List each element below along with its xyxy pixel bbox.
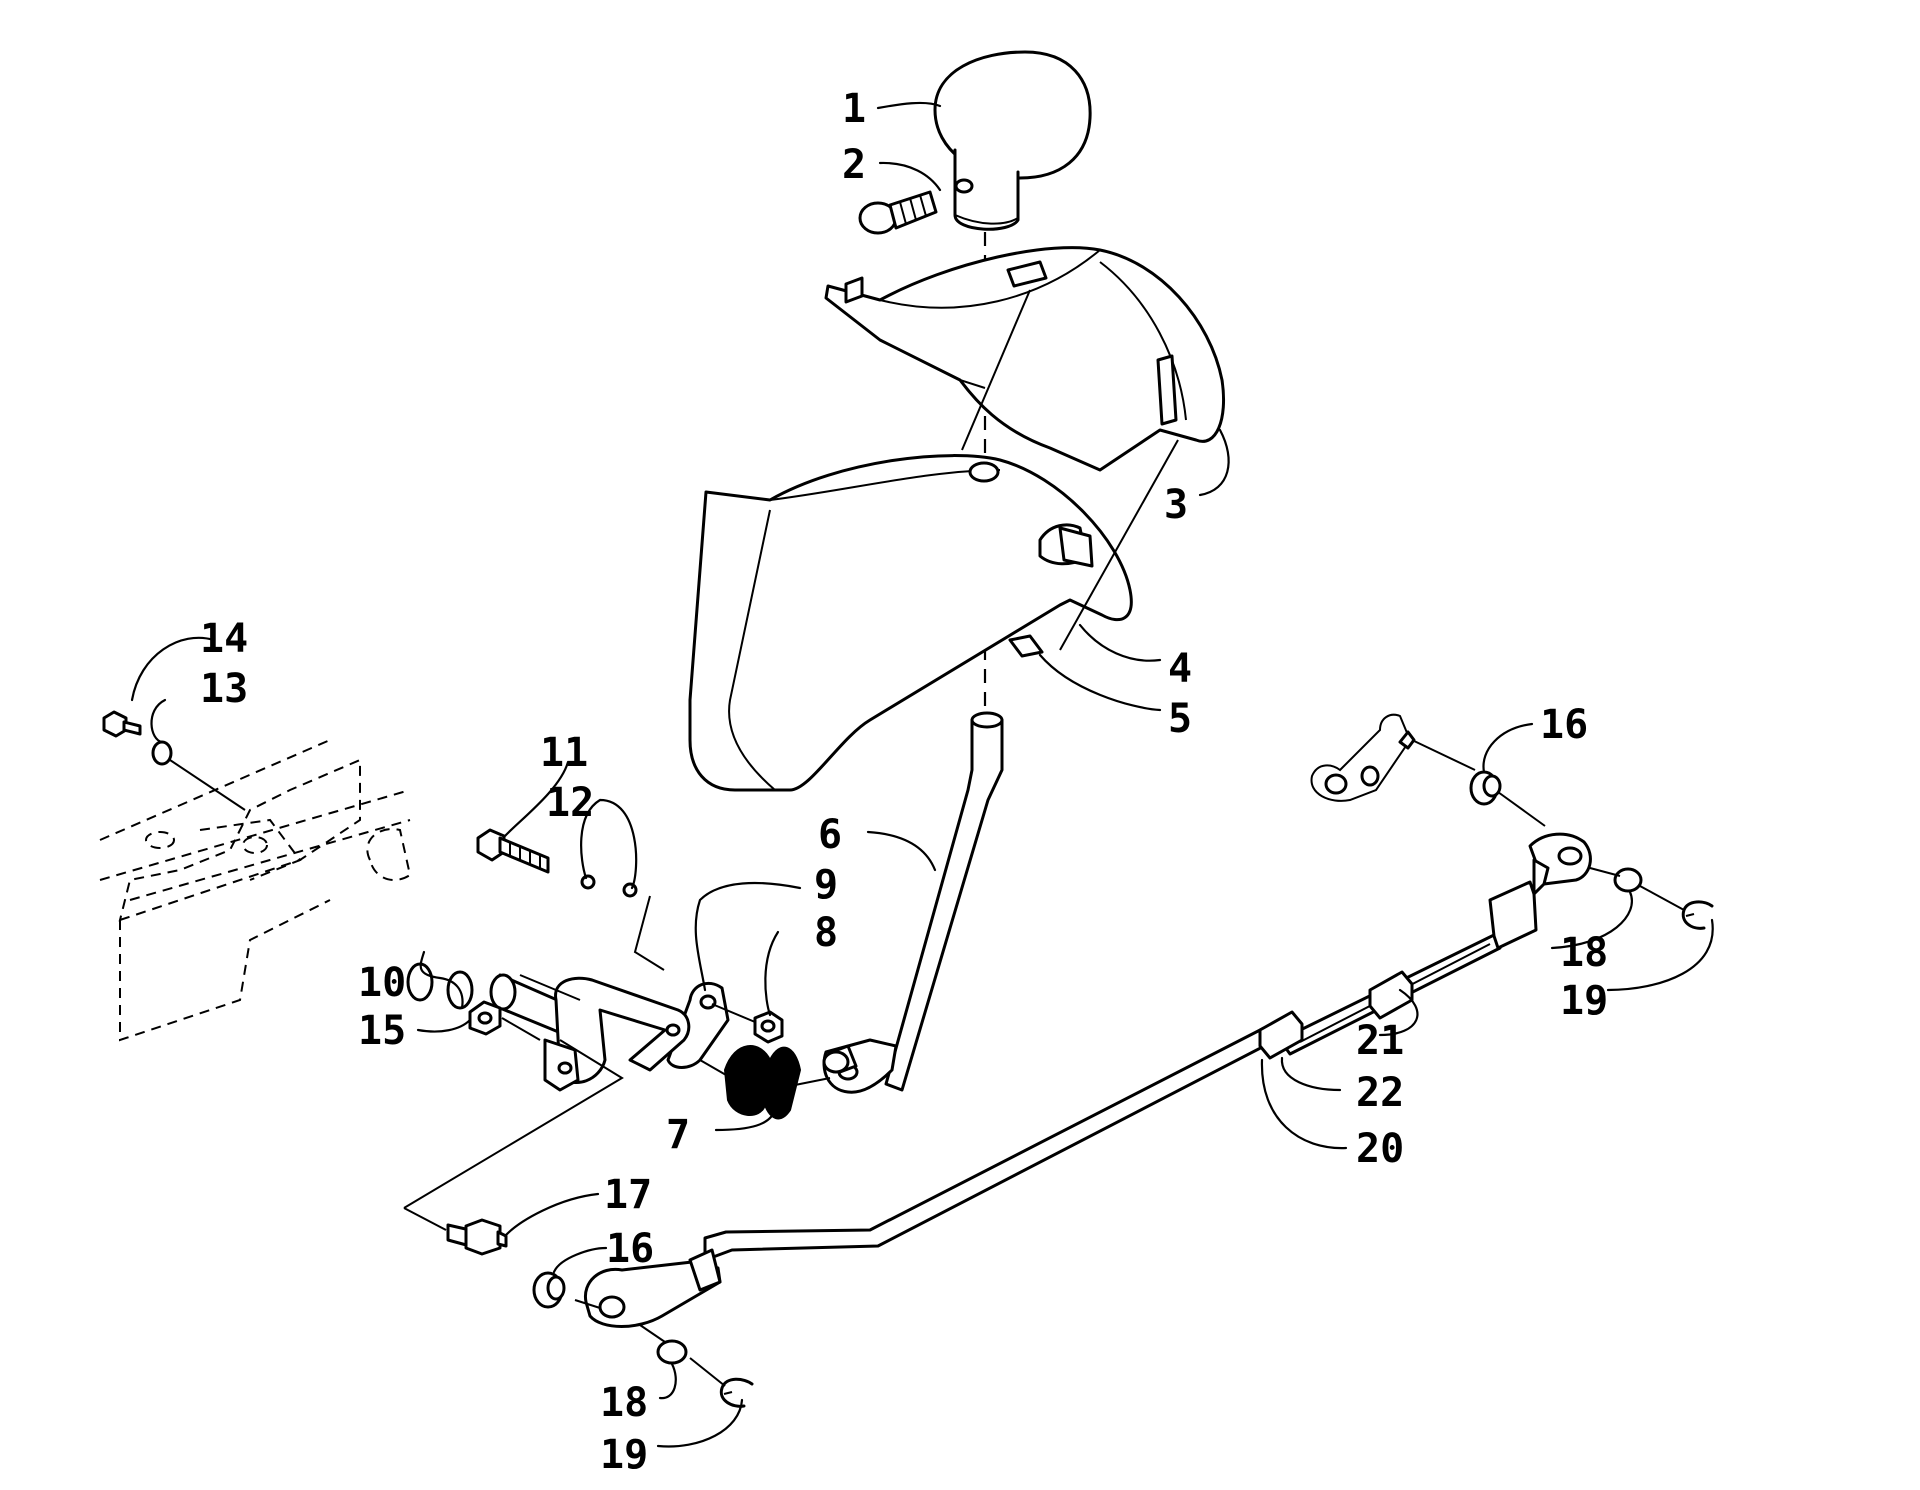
part-13-washer[interactable] <box>151 740 173 766</box>
callout-1: 1 <box>842 86 866 132</box>
callout-15: 15 <box>358 1008 406 1054</box>
callout-13: 13 <box>200 666 248 712</box>
part-11-stud[interactable] <box>476 828 550 874</box>
callout-6: 6 <box>818 812 842 858</box>
part-4-lower-cover[interactable] <box>688 454 1133 792</box>
part-2-screw[interactable] <box>858 190 938 235</box>
callout-17: 17 <box>604 1172 652 1218</box>
part-5-clip[interactable] <box>1008 634 1044 658</box>
callout-16-upper: 16 <box>1540 702 1588 748</box>
callout-21: 21 <box>1356 1018 1404 1064</box>
part-18-washer-lower[interactable] <box>656 1339 688 1365</box>
part-19-eclip-upper[interactable] <box>1681 900 1714 930</box>
callout-18-lower: 18 <box>600 1380 648 1426</box>
part-8-nut[interactable] <box>753 1010 784 1044</box>
part-12-washers[interactable] <box>580 874 638 898</box>
callout-8: 8 <box>814 910 838 956</box>
callout-20: 20 <box>1356 1126 1404 1172</box>
callout-9: 9 <box>814 862 838 908</box>
callout-19-lower: 19 <box>600 1432 648 1478</box>
callout-3: 3 <box>1164 482 1188 528</box>
rod-end-upper[interactable] <box>1488 832 1592 950</box>
assembly-guide-lines <box>403 791 1685 1387</box>
callout-2: 2 <box>842 142 866 188</box>
callout-4: 4 <box>1168 646 1192 692</box>
part-19-eclip-lower[interactable] <box>719 1377 754 1408</box>
callout-16-lower: 16 <box>606 1226 654 1272</box>
part-16-bushing-upper[interactable] <box>1469 770 1502 806</box>
callout-labels: 1 2 3 4 5 6 7 8 9 10 11 12 13 14 15 16 1… <box>200 86 1608 1478</box>
part-10-shaft[interactable] <box>406 962 691 1092</box>
callout-11: 11 <box>540 730 588 776</box>
part-22-jam-nut[interactable] <box>1258 1010 1304 1060</box>
callout-19-upper: 19 <box>1560 978 1608 1024</box>
part-18-washer-upper[interactable] <box>1613 867 1643 893</box>
part-14-bolt[interactable] <box>102 710 142 738</box>
transmission-shift-arm <box>1310 713 1476 802</box>
callout-12: 12 <box>546 780 594 826</box>
callout-leaders <box>130 101 1714 1448</box>
callout-14: 14 <box>200 616 248 662</box>
part-15-nut[interactable] <box>468 1000 502 1036</box>
callout-18-upper: 18 <box>1560 930 1608 976</box>
cover-guide-line-1 <box>961 289 1031 451</box>
part-16-bushing-lower[interactable] <box>532 1271 566 1309</box>
part-17-ball-stud[interactable] <box>446 1218 508 1256</box>
callout-22: 22 <box>1356 1070 1404 1116</box>
part-6-shift-lever[interactable] <box>822 711 1004 1094</box>
part-3-upper-cover[interactable] <box>824 246 1226 472</box>
cover-guide-line-2 <box>1059 439 1179 651</box>
callout-7: 7 <box>666 1112 690 1158</box>
part-7-spring[interactable] <box>723 1045 802 1120</box>
frame-section-ghost <box>99 739 412 1042</box>
part-1-shift-knob[interactable] <box>933 50 1092 231</box>
callout-10: 10 <box>358 960 406 1006</box>
callout-5: 5 <box>1168 696 1192 742</box>
